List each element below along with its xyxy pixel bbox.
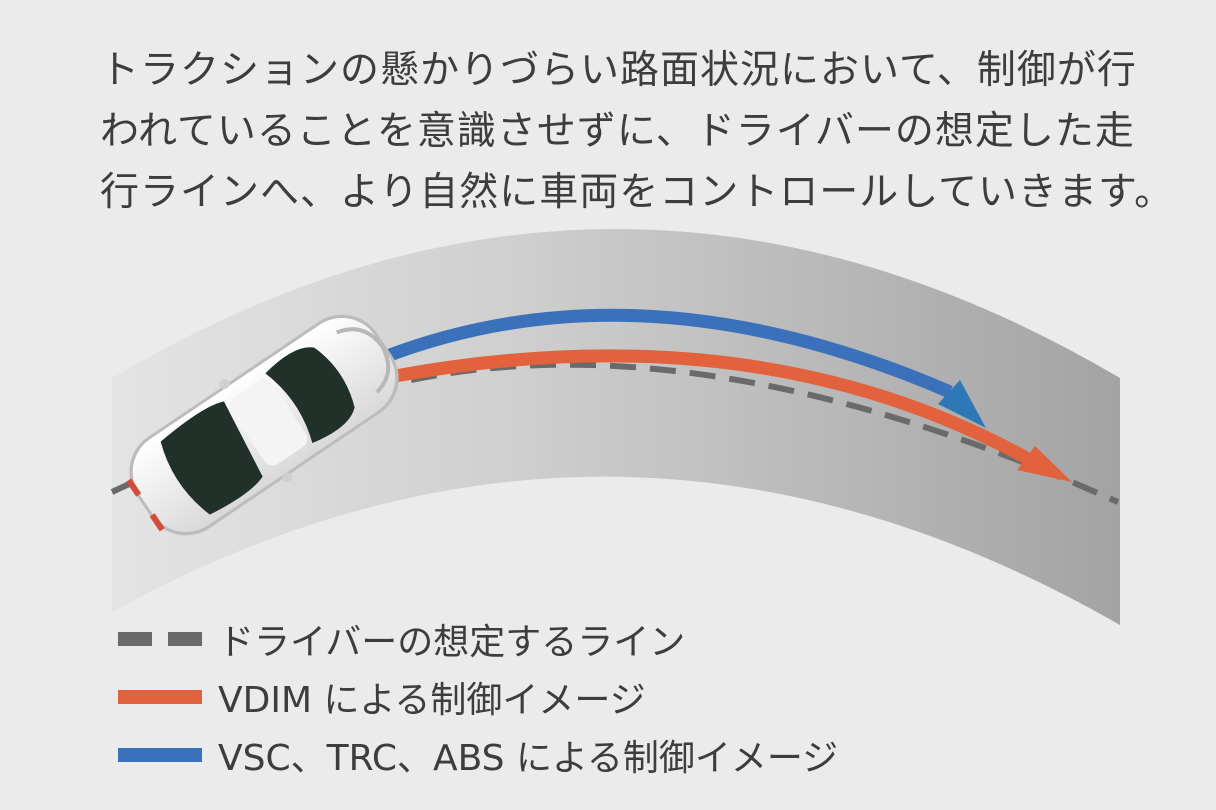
legend-label-vdim: VDIM による制御イメージ (218, 680, 646, 721)
vdim-arrowhead (1017, 446, 1072, 482)
car-icon (126, 314, 399, 536)
vdim-path (393, 349, 1034, 466)
vsc-trc-abs-arrowhead (938, 380, 986, 428)
legend-label-vsc-trc-abs: VSC、TRC、ABS による制御イメージ (218, 738, 839, 779)
legend-swatch-dashed (118, 632, 202, 646)
legend: ドライバーの想定するライン VDIM による制御イメージ VSC、TRC、ABS… (118, 610, 838, 784)
legend-item-driver-line: ドライバーの想定するライン (118, 610, 838, 668)
legend-swatch-orange (118, 690, 202, 704)
vsc-trc-abs-path (379, 308, 953, 398)
legend-item-vsc-trc-abs: VSC、TRC、ABS による制御イメージ (118, 726, 838, 784)
legend-label-driver-line: ドライバーの想定するライン (218, 622, 686, 663)
caption-line-2: われていることを意識させずに、ドライバーの想定した走 (100, 109, 1135, 154)
caption: トラクションの懸かりづらい路面状況において、制御が行 われていることを意識させず… (100, 40, 1175, 223)
legend-swatch-blue (118, 748, 202, 762)
caption-line-1: トラクションの懸かりづらい路面状況において、制御が行 (100, 48, 1137, 93)
caption-line-3: 行ラインへ、より自然に車両をコントロールしていきます。 (100, 170, 1175, 215)
legend-item-vdim: VDIM による制御イメージ (118, 668, 838, 726)
